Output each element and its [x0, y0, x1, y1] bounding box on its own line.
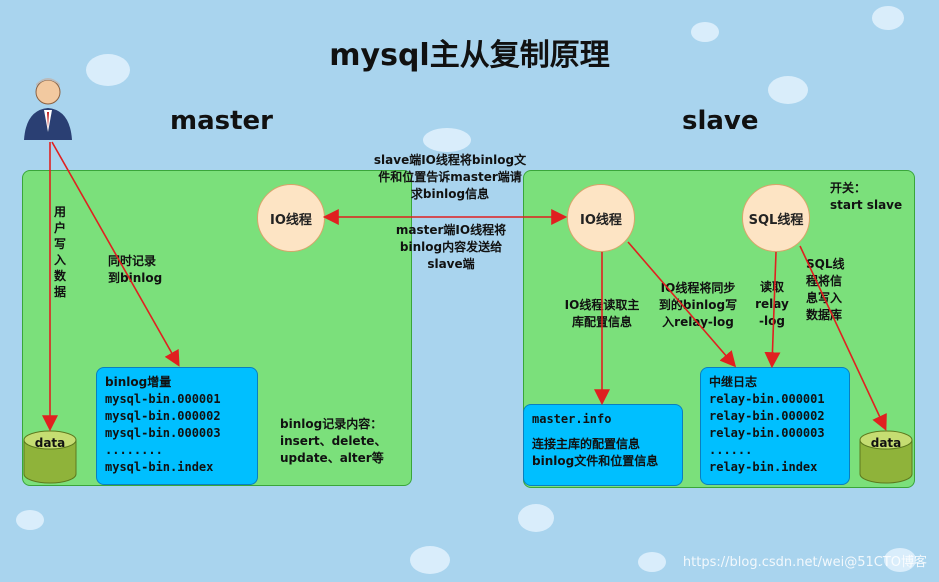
arrow-io-to-relay — [627, 241, 737, 368]
relay-log-box: 中继日志 relay-bin.000001 relay-bin.000002 r… — [700, 367, 850, 485]
slave-label: slave — [682, 106, 759, 136]
relay-box-title: 中继日志 — [709, 375, 758, 389]
binlog-index: mysql-bin.index — [105, 460, 214, 474]
relay-file: relay-bin.000003 — [709, 426, 825, 440]
database-icon — [859, 430, 913, 484]
master-info-line: binlog文件和位置信息 — [532, 454, 659, 468]
slave-data-cylinder: data — [858, 430, 914, 486]
arrow-user-to-binlog — [51, 141, 180, 367]
master-io-thread: IO线程 — [257, 184, 325, 252]
sync-record-note: 同时记录 到binlog — [108, 254, 163, 285]
binlog-box: binlog增量 mysql-bin.000001 mysql-bin.0000… — [96, 367, 258, 485]
user-write-text: 用户写入数据 — [54, 205, 67, 299]
relay-file: ...... — [709, 443, 753, 457]
master-info-line: 连接主库的配置信息 — [532, 437, 641, 451]
slave-data-label: data — [870, 436, 902, 450]
database-icon — [23, 430, 77, 484]
master-label: master — [170, 106, 273, 136]
sql-write-note: SQL线 程将信 息写入 数据库 — [806, 257, 845, 322]
watermark: https://blog.csdn.net/wei@51CTO博客 — [682, 555, 927, 570]
slave-io-thread: IO线程 — [567, 184, 635, 252]
arrow-sql-to-data — [799, 245, 887, 431]
diagram-title: mysql主从复制原理 — [329, 38, 610, 73]
send-note: master端IO线程将 binlog内容发送给 slave端 — [395, 223, 507, 271]
master-data-cylinder: data — [22, 430, 78, 486]
binlog-file: ........ — [105, 443, 163, 457]
binlog-file: mysql-bin.000002 — [105, 409, 221, 423]
master-data-label: data — [34, 436, 66, 450]
slave-sql-thread: SQL线程 — [742, 184, 810, 252]
request-note: slave端IO线程将binlog文 件和位置告诉master端请 求binlo… — [373, 153, 527, 201]
relay-index: relay-bin.index — [709, 460, 818, 474]
read-relay-note: 读取 relay -log — [755, 280, 789, 328]
binlog-file: mysql-bin.000001 — [105, 392, 221, 406]
binlog-file: mysql-bin.000003 — [105, 426, 221, 440]
binlog-content-note: binlog记录内容： insert、delete、 update、alter等 — [280, 417, 387, 465]
relay-file: relay-bin.000001 — [709, 392, 825, 406]
master-info-box: master.info 连接主库的配置信息 binlog文件和位置信息 — [523, 404, 683, 486]
master-info-title: master.info — [532, 412, 612, 426]
user-avatar-icon — [24, 78, 72, 140]
relay-file: relay-bin.000002 — [709, 409, 825, 423]
arrow-relay-to-sql — [764, 251, 781, 369]
binlog-box-title: binlog增量 — [105, 375, 172, 389]
switch-note: 开关： start slave — [830, 181, 903, 212]
